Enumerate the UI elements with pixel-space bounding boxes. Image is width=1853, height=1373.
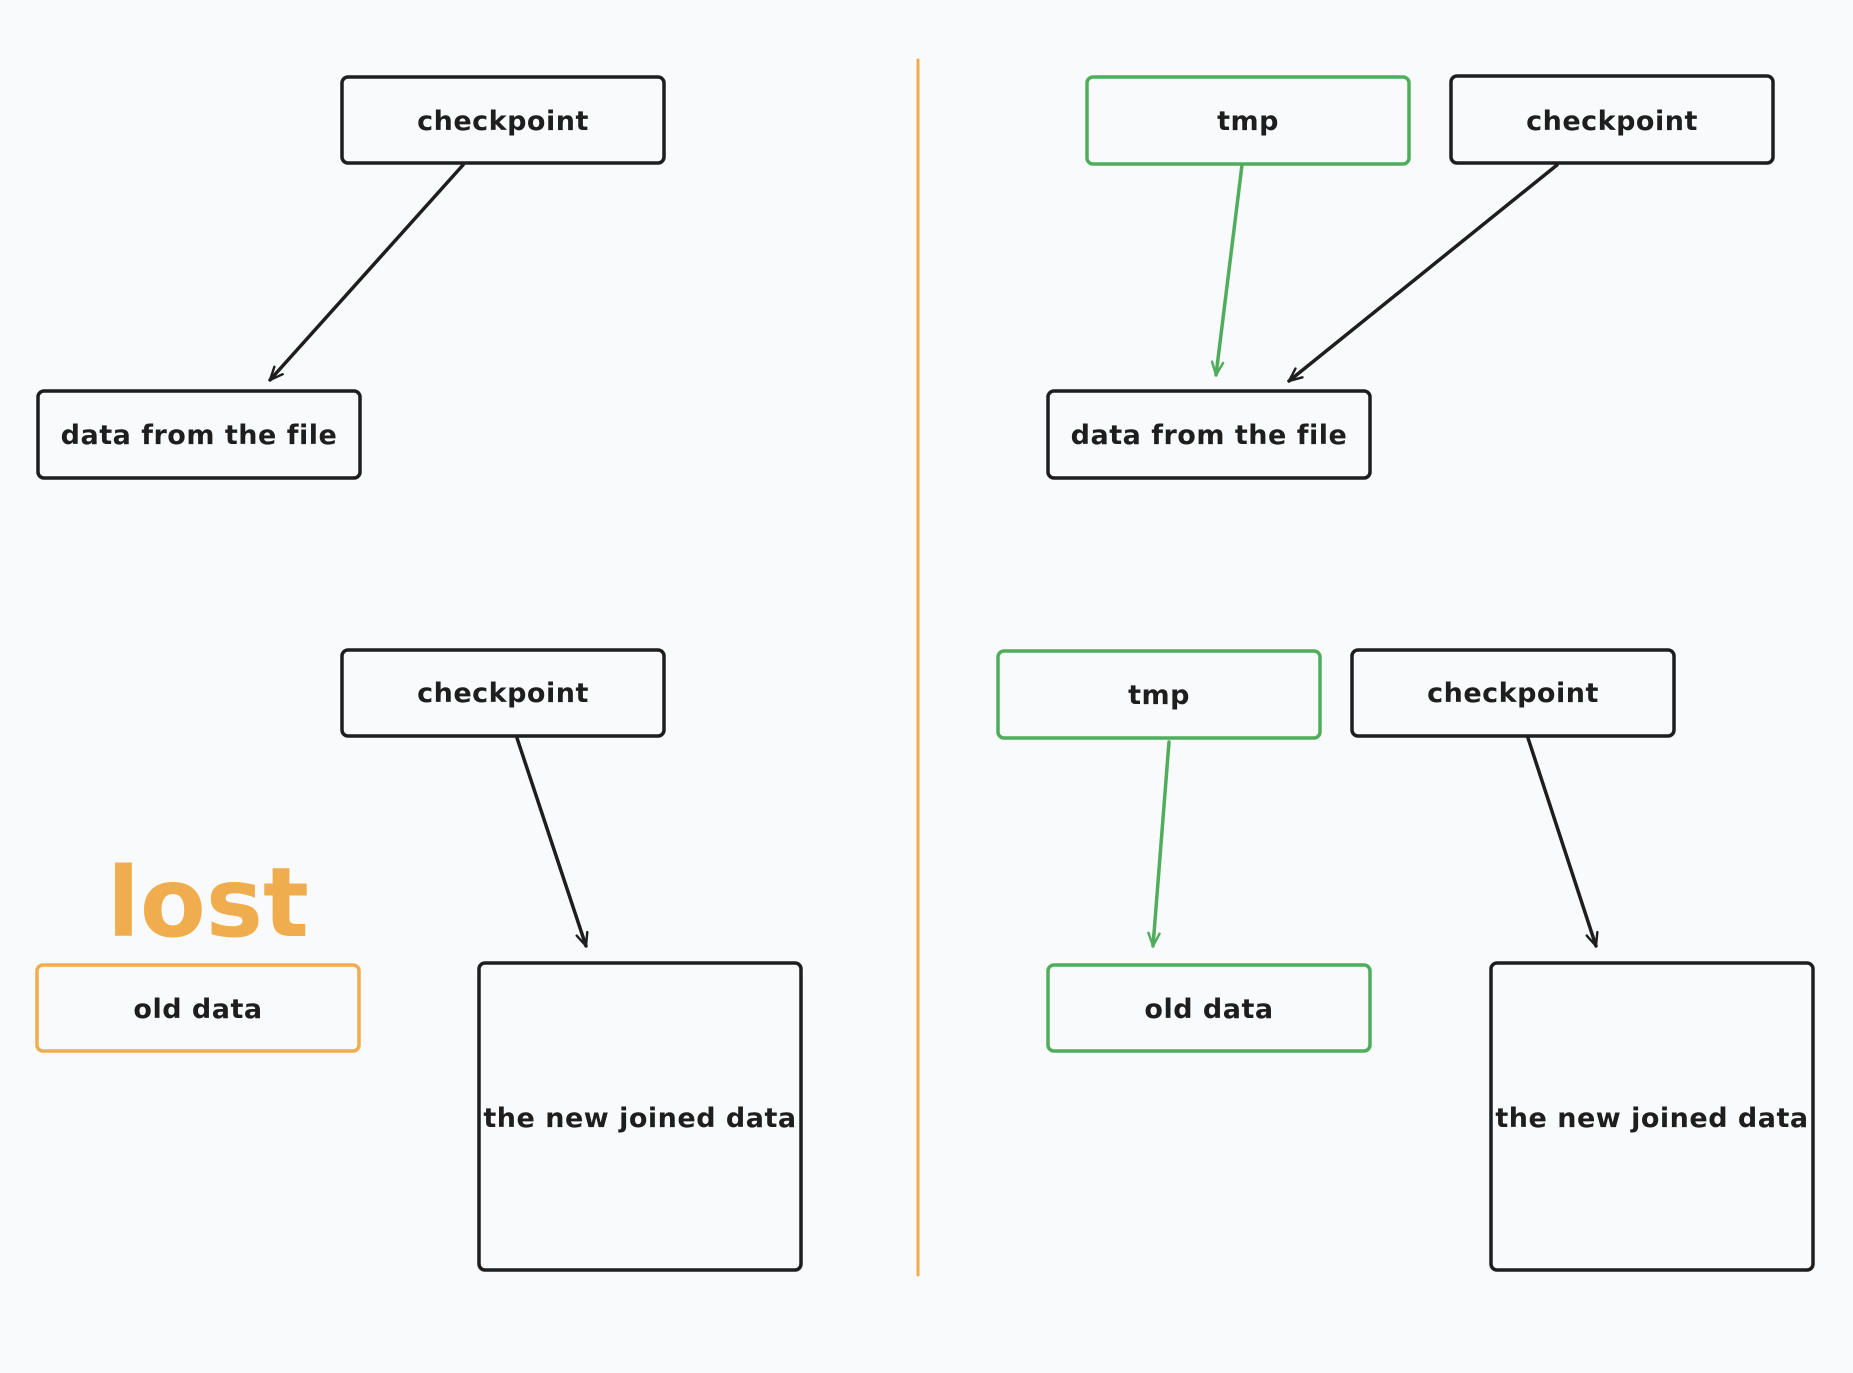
right-top-checkpoint-label: checkpoint — [1526, 106, 1698, 137]
left-top-file-label: data from the file — [61, 420, 338, 451]
lost-label: lost — [107, 847, 309, 959]
left-bottom-old-data-label: old data — [133, 994, 262, 1025]
right-bottom-checkpoint-box: checkpoint — [1350, 648, 1676, 738]
right-top-file-label: data from the file — [1071, 420, 1348, 451]
right-bottom-joined-label: the new joined data — [1495, 1103, 1808, 1134]
left-bottom-old-data-box: old data — [35, 963, 361, 1053]
left-top-file-box: data from the file — [36, 389, 362, 480]
right-top-checkpoint-box: checkpoint — [1449, 74, 1775, 165]
arrow-left-bottom-checkpoint-to-joined — [515, 736, 589, 948]
arrow-left-top-checkpoint-to-file — [268, 163, 465, 382]
arrow-right-top-checkpoint-to-file — [1287, 163, 1559, 383]
right-top-file-box: data from the file — [1046, 389, 1372, 480]
arrow-right-bottom-checkpoint-to-joined — [1526, 736, 1599, 948]
right-top-tmp-label: tmp — [1217, 106, 1279, 137]
left-bottom-checkpoint-box: checkpoint — [340, 648, 666, 738]
right-bottom-old-data-label: old data — [1144, 994, 1273, 1025]
right-bottom-old-data-box: old data — [1046, 963, 1372, 1053]
right-top-tmp-box: tmp — [1085, 75, 1411, 166]
arrow-right-bottom-tmp-to-old-data — [1147, 740, 1171, 948]
left-bottom-joined-label: the new joined data — [483, 1103, 796, 1134]
right-bottom-checkpoint-label: checkpoint — [1427, 678, 1599, 709]
left-top-checkpoint-label: checkpoint — [417, 106, 589, 137]
left-bottom-checkpoint-label: checkpoint — [417, 678, 589, 709]
right-bottom-joined-box: the new joined data — [1489, 961, 1815, 1272]
arrow-right-top-tmp-to-file — [1210, 163, 1244, 377]
left-bottom-joined-box: the new joined data — [477, 961, 803, 1272]
left-top-checkpoint-box: checkpoint — [340, 75, 666, 165]
right-bottom-tmp-box: tmp — [996, 649, 1322, 740]
right-bottom-tmp-label: tmp — [1128, 680, 1190, 711]
